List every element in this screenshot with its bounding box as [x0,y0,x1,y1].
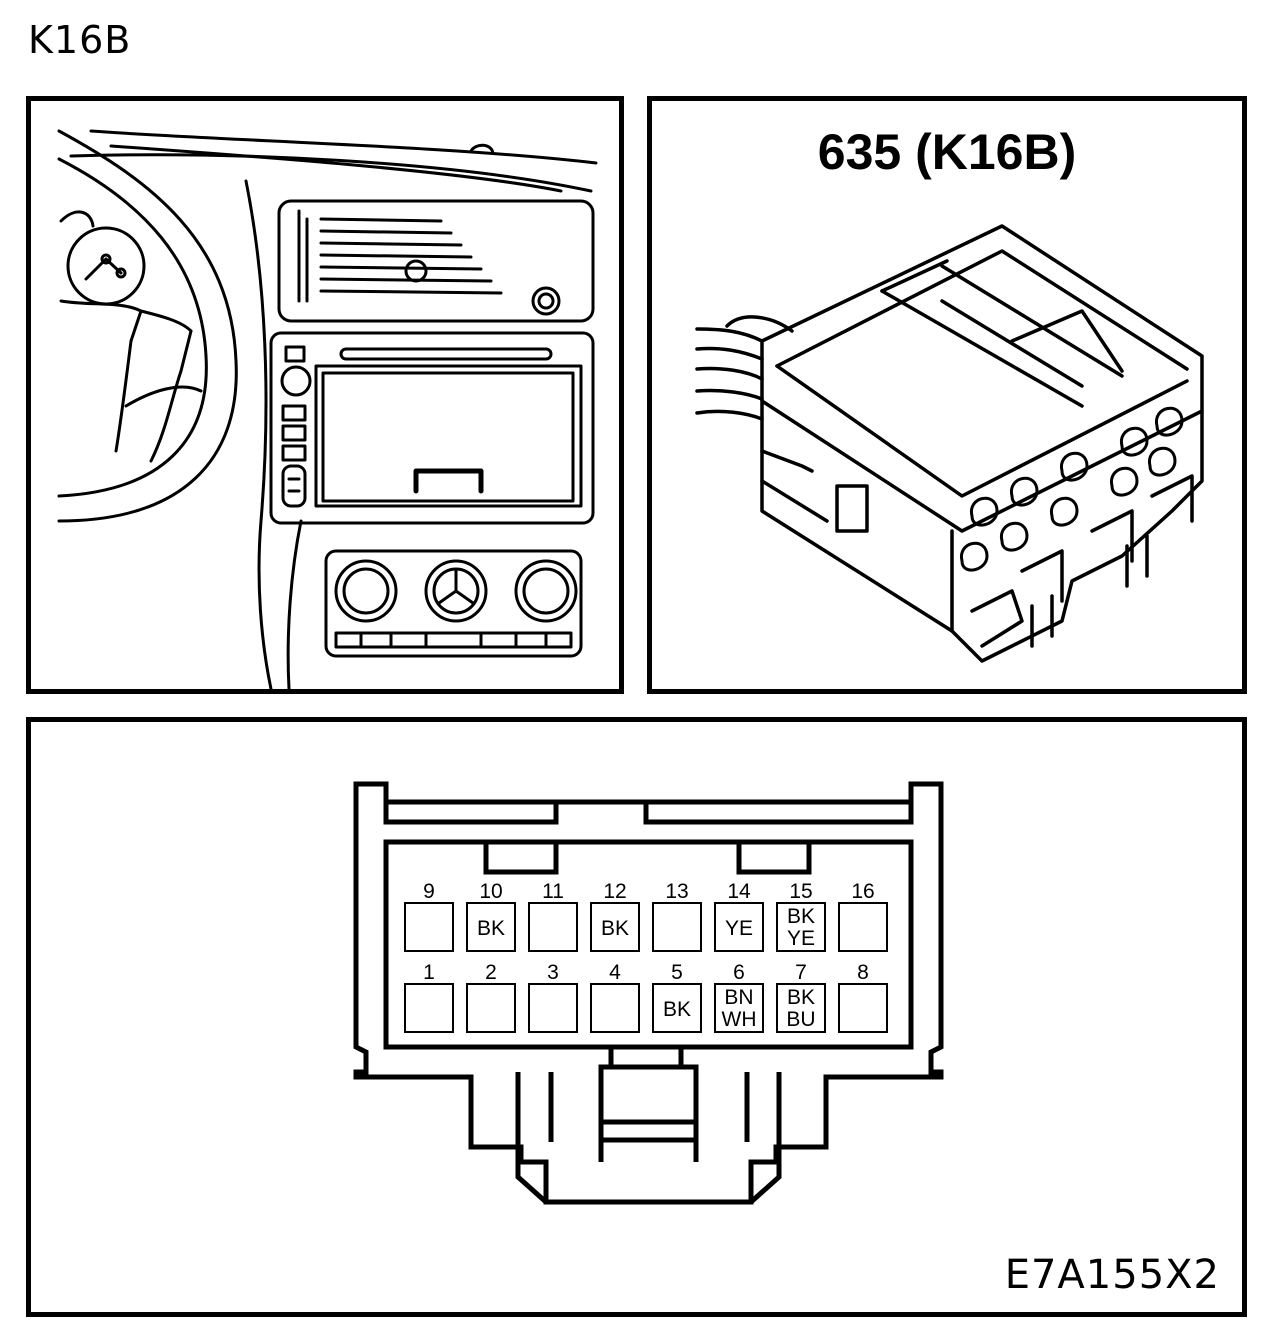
pin-cavity [714,983,764,1033]
pin-5: 5BK [652,961,702,1033]
pin-8: 8 [838,961,888,1033]
pin-number: 4 [609,961,621,984]
diagram-code: E7A155X2 [1004,1252,1220,1298]
pin-number: 3 [547,961,559,984]
pin-cavity [466,983,516,1033]
wire-color: BK [663,998,691,1021]
location-panel [26,96,624,694]
pin-number: 11 [542,880,564,903]
pin-cavity [466,902,516,952]
wire-color: BK [787,986,815,1009]
wire-color: YE [725,917,753,940]
pin-number: 12 [603,880,626,903]
pin-number: 2 [485,961,497,984]
pin-cavity [528,983,578,1033]
pin-4: 4 [590,961,640,1033]
pin-cavity [590,983,640,1033]
pin-number: 5 [671,961,683,984]
pin-number: 16 [851,880,874,903]
pin-13: 13 [652,880,702,952]
pin-1: 1 [404,961,454,1033]
pin-2: 2 [466,961,516,1033]
pin-number: 9 [423,880,435,903]
wire-color: BU [786,1008,815,1031]
page-label: K16B [28,18,132,62]
pin-number: 15 [789,880,812,903]
pin-number: 14 [727,880,751,903]
pin-number: 8 [857,961,869,984]
pin-cavity [652,902,702,952]
pin-cavity [590,902,640,952]
pin-3: 3 [528,961,578,1033]
connector-title: 635 (K16B) [817,124,1077,180]
pin-number: 13 [665,880,688,903]
pin-cavity [838,983,888,1033]
dashboard-illustration [57,129,598,689]
wire-color: YE [787,927,815,950]
pin-number: 1 [423,961,435,984]
connector-illustration [695,224,1204,663]
pin-cavity [404,902,454,952]
pin-cavity [652,983,702,1033]
wire-color: BK [787,905,815,928]
pin-cavity [838,902,888,952]
wire-color: BK [601,917,629,940]
connector-panel: 635 (K16B) [647,96,1247,694]
pin-number: 7 [795,961,807,984]
pin-number: 10 [479,880,502,903]
pin-cavity [528,902,578,952]
pin-9: 9 [404,880,454,952]
pin-cavity [776,902,826,952]
pin-16: 16 [838,880,888,952]
wire-color: BN [724,986,753,1009]
pin-number: 6 [733,961,745,984]
pin-11: 11 [528,880,578,952]
pin-cavity [714,902,764,952]
pin-cavity [404,983,454,1033]
wire-color: BK [477,917,505,940]
pin-cavity [776,983,826,1033]
wire-color: WH [722,1008,757,1031]
